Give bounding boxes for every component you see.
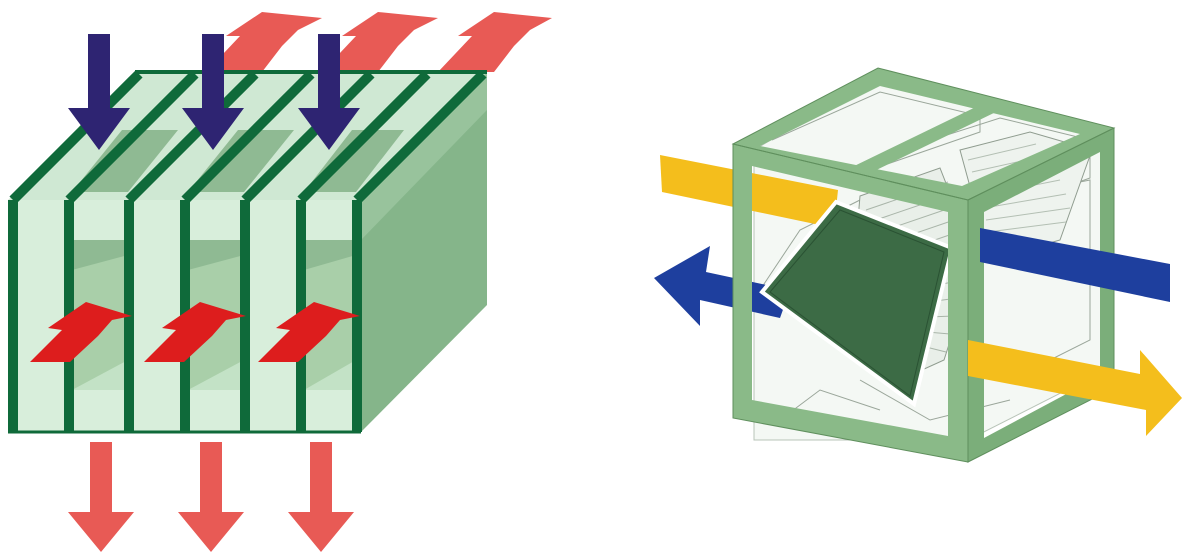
- cold-air-outlet-arrow: [68, 442, 134, 552]
- plate-heat-exchanger: [8, 12, 552, 552]
- top-outlet-arrows: [206, 12, 552, 72]
- cold-air-outlet-arrow: [288, 442, 354, 552]
- bottom-outlet-arrows: [68, 442, 354, 552]
- warm-air-outlet-arrow: [438, 12, 552, 72]
- heat-recovery-unit: [654, 68, 1182, 462]
- cold-air-outlet-arrow: [178, 442, 244, 552]
